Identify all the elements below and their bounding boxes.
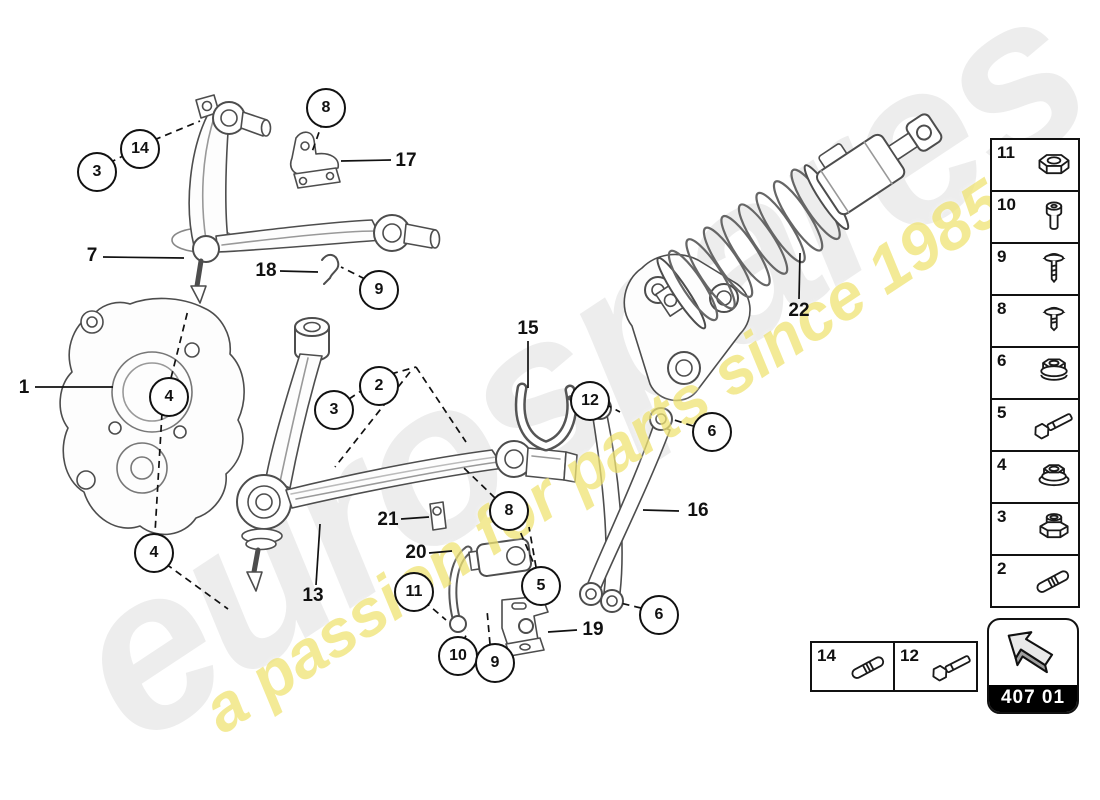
fastener-sidebar: 11 10 9 8 6 5 4 3 2 [990,138,1080,608]
pan-head-screw-icon [1042,306,1066,332]
fastener-number: 9 [997,247,1007,266]
bracket-19-art [501,595,549,657]
arrow-up-left-icon [1007,630,1054,673]
bottom-cell-number: 14 [817,646,836,665]
hex-bolt-long-icon [1034,413,1073,440]
hex-bolt-long-icon [932,654,971,681]
fastener-number: 11 [997,143,1015,162]
fastener-cell-6[interactable]: 6 [992,348,1078,400]
dowel-pin-icon [1036,570,1070,593]
flange-nut-icon [1040,358,1068,381]
socket-bolt-icon [1045,201,1063,230]
upper-control-arm-art [171,94,441,304]
pan-head-screw-long-icon [1042,253,1066,284]
fastener-cell-3[interactable]: 3 [992,504,1078,556]
fastener-cell-11[interactable]: 11 [992,140,1078,192]
fastener-cell-9[interactable]: 9 [992,244,1078,296]
part-number-badge[interactable]: 407 01 [987,618,1079,714]
hex-nut-icon [1038,154,1070,175]
fastener-cell-4[interactable]: 4 [992,452,1078,504]
fastener-number: 6 [997,351,1007,370]
badge-code: 407 01 [989,685,1077,712]
flanged-lock-nut-icon [1038,464,1070,487]
fastener-cell-10[interactable]: 10 [992,192,1078,244]
fastener-number: 5 [997,403,1007,422]
fastener-cell-8[interactable]: 8 [992,296,1078,348]
bottom-cell-12[interactable]: 12 [895,643,976,690]
bottom-cell-14[interactable]: 14 [812,643,895,690]
dowel-pin-icon [851,655,885,679]
bottom-parts-box: 14 12 [810,641,978,692]
shock-absorber-art [655,113,943,330]
fastener-number: 2 [997,559,1007,578]
fastener-cell-5[interactable]: 5 [992,400,1078,452]
fastener-number: 10 [997,195,1016,214]
fastener-number: 4 [997,455,1007,474]
lock-nut-icon [1039,513,1069,539]
lower-control-arm-art [236,317,578,592]
fastener-number: 8 [997,299,1007,318]
bottom-cell-number: 12 [900,646,919,665]
height-sensor-art [448,537,533,633]
fastener-number: 3 [997,507,1007,526]
bracket-17-art [289,131,341,189]
badge-arrow-area [989,620,1077,685]
clip-18-art [321,254,340,285]
fastener-cell-2[interactable]: 2 [992,556,1078,606]
